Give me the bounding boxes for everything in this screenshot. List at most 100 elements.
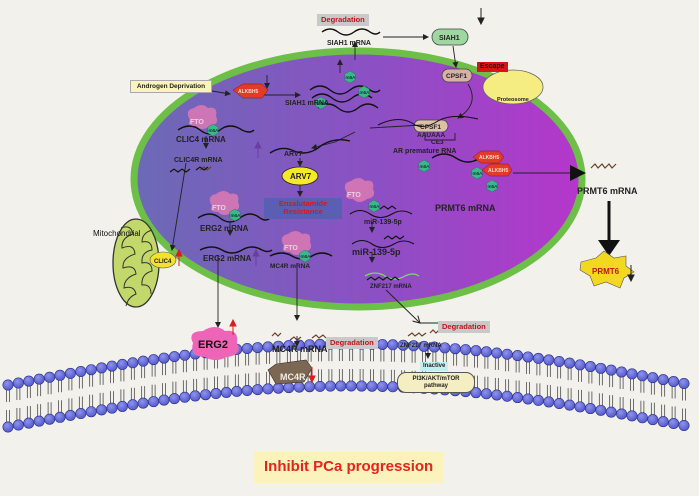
lipid-head (158, 394, 170, 406)
lipid-head (605, 406, 617, 418)
lipid-head (23, 417, 35, 429)
lipid-head (179, 349, 191, 361)
prmt6-export-arrowhead (570, 165, 586, 181)
lipid-head (2, 421, 14, 433)
siah1-protein-label: SIAH1 (439, 35, 460, 42)
prmt6-mrna-label: PRMT6 mRNA (577, 186, 638, 196)
lipid-head (595, 404, 607, 416)
lipid-head (668, 376, 680, 388)
lipid-head (158, 352, 170, 364)
mitochondrial-label: Mitochondrial (93, 229, 141, 238)
fto-label-4: FTO (347, 192, 361, 199)
m6a-hexagon (299, 249, 311, 263)
lipid-head (636, 370, 648, 382)
arv7-mrna-label: ARV7 (284, 151, 303, 158)
lipid-head (678, 377, 690, 389)
lipid-head (148, 396, 160, 408)
lipid-head (491, 389, 503, 401)
lipid-head (33, 373, 45, 385)
lipid-head (189, 390, 201, 402)
proteosome-label: Proteosome (497, 97, 529, 103)
m6a-label: m6A (488, 184, 499, 190)
m6a-hexagon (418, 159, 430, 173)
znf217-mrna-nucleus-label: ZNF217 mRNA (370, 284, 412, 290)
lipid-head (210, 388, 222, 400)
fto-label-1: FTO (190, 119, 204, 126)
lipid-head (678, 419, 690, 431)
lipid-head (532, 352, 544, 364)
znf217-mrna-label: ZNF217 mRNA (400, 343, 442, 349)
lipid-head (75, 366, 87, 378)
m6a-label: m6A (301, 254, 312, 260)
lipid-head (460, 344, 472, 356)
fto-label-3: FTO (284, 245, 298, 252)
m6a-label: m6A (317, 101, 328, 107)
lipid-head (64, 409, 76, 421)
lipid-head (54, 369, 66, 381)
mir139-label-2: miR-139-5p (352, 247, 401, 257)
m6a-label: m6A (231, 213, 242, 219)
m6a-hexagon (207, 123, 219, 137)
m6a-label: m6A (209, 128, 220, 134)
clic4-mrna-label: CLIC4 mRNA (176, 135, 226, 144)
mc4r-degradation-box: Degradation (326, 337, 378, 350)
lipid-head (293, 381, 305, 393)
lipid-head (127, 399, 139, 411)
alkbh5-label-3: ALKBH5 (488, 168, 508, 174)
lipid-head (262, 383, 274, 395)
erg2-protein-label: ERG2 (198, 339, 228, 351)
cpsf1-cytoplasm-label: CPSF1 (446, 73, 467, 80)
clic4-mrna-strand (177, 125, 255, 135)
lipid-head (54, 411, 66, 423)
lipid-head (522, 351, 534, 363)
erg2-protein (191, 327, 239, 360)
lipid-head (283, 382, 295, 394)
lipid-head (584, 403, 596, 415)
up-arrow-icon (175, 248, 237, 335)
lipid-head (148, 354, 160, 366)
lipid-head (231, 385, 243, 397)
siah1-protein (431, 28, 469, 46)
down-arrow-icon (308, 367, 316, 384)
cpsf1-protein-nucleus (413, 119, 449, 133)
clic4-protein-label: CLIC4 (154, 259, 172, 265)
lipid-head (168, 393, 180, 405)
lipid-head (501, 390, 513, 402)
lipid-head (480, 388, 492, 400)
mc4r-mrna-label: MC4R mRNA (272, 344, 328, 354)
lipid-head (106, 360, 118, 372)
alkbh5-label-2: ALKBH5 (479, 155, 499, 161)
lipid-head (252, 384, 264, 396)
lipid-head (127, 357, 139, 369)
siah1-mrna-label-top: SIAH1 mRNA (327, 40, 371, 47)
lipid-head (626, 410, 638, 422)
lipid-head (106, 402, 118, 414)
lipid-head (272, 382, 284, 394)
lipid-head (44, 371, 56, 383)
ar-premature-rna-strand (377, 115, 479, 127)
lipid-head (116, 400, 128, 412)
lipid-head (324, 380, 336, 392)
cpsf1-nucleus-label: CPSF1 (420, 124, 441, 131)
lipid-head (387, 339, 399, 351)
lipid-head (595, 362, 607, 374)
siah1-degradation-box: Degradation (317, 14, 369, 27)
m6a-label: m6A (346, 75, 357, 81)
ar-premature-rna-label: AR premature RNA (393, 148, 457, 155)
lipid-head (657, 374, 669, 386)
lipid-head (553, 356, 565, 368)
lipid-head (574, 359, 586, 371)
lipid-head (252, 342, 264, 354)
down-arrow-icon (477, 8, 635, 283)
lipid-head (12, 377, 24, 389)
clic4-protein (149, 251, 177, 269)
siah1-mrna-strand-3 (317, 103, 379, 113)
lipid-head (85, 406, 97, 418)
lipid-head (512, 392, 524, 404)
siah1-mrna-label-nucleus: SIAH1 mRNA (285, 100, 329, 107)
m6a-hexagon (315, 96, 327, 110)
inactive-box: Inactive (420, 362, 449, 371)
pi3k-pathway-box: PI3K/AKT/mTOR pathway (397, 372, 475, 394)
